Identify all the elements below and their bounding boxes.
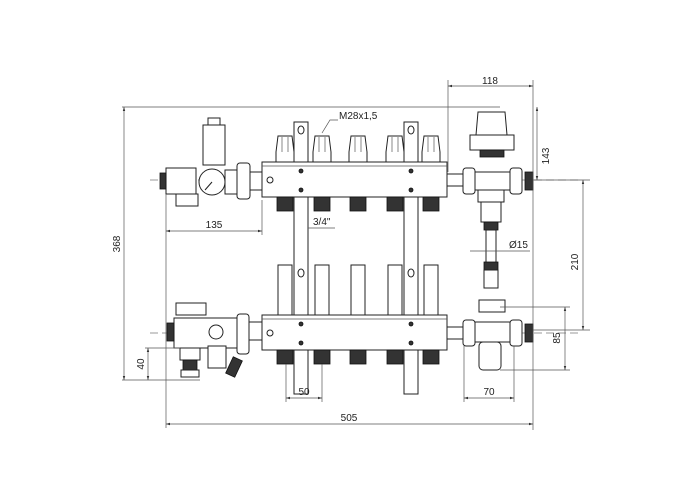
dim-135: 135	[206, 220, 223, 231]
thermostatic-head-icon	[475, 111, 508, 136]
dim-505: 505	[341, 413, 358, 424]
dim-40: 40	[136, 358, 147, 370]
regulating-valve-knobs	[275, 135, 441, 163]
dimension-lines	[122, 80, 590, 430]
dim-368: 368	[112, 235, 123, 252]
dim-70: 70	[483, 387, 495, 398]
right-mixing-group	[446, 111, 534, 371]
supply-manifold	[261, 135, 448, 212]
return-manifold	[261, 264, 448, 365]
thread-label: M28x1,5	[339, 111, 378, 122]
pipe-diameter-label: Ø15	[509, 240, 528, 251]
outlet-size-label: 3/4"	[313, 217, 331, 228]
outlets-bottom	[276, 349, 440, 365]
dim-85: 85	[552, 332, 563, 344]
left-return-fittings	[166, 302, 263, 378]
dim-50: 50	[298, 387, 310, 398]
left-supply-fittings	[159, 117, 263, 207]
outlets-top	[276, 196, 440, 212]
dim-118: 118	[482, 76, 498, 87]
dim-143: 143	[541, 147, 552, 164]
dim-210: 210	[570, 253, 581, 270]
